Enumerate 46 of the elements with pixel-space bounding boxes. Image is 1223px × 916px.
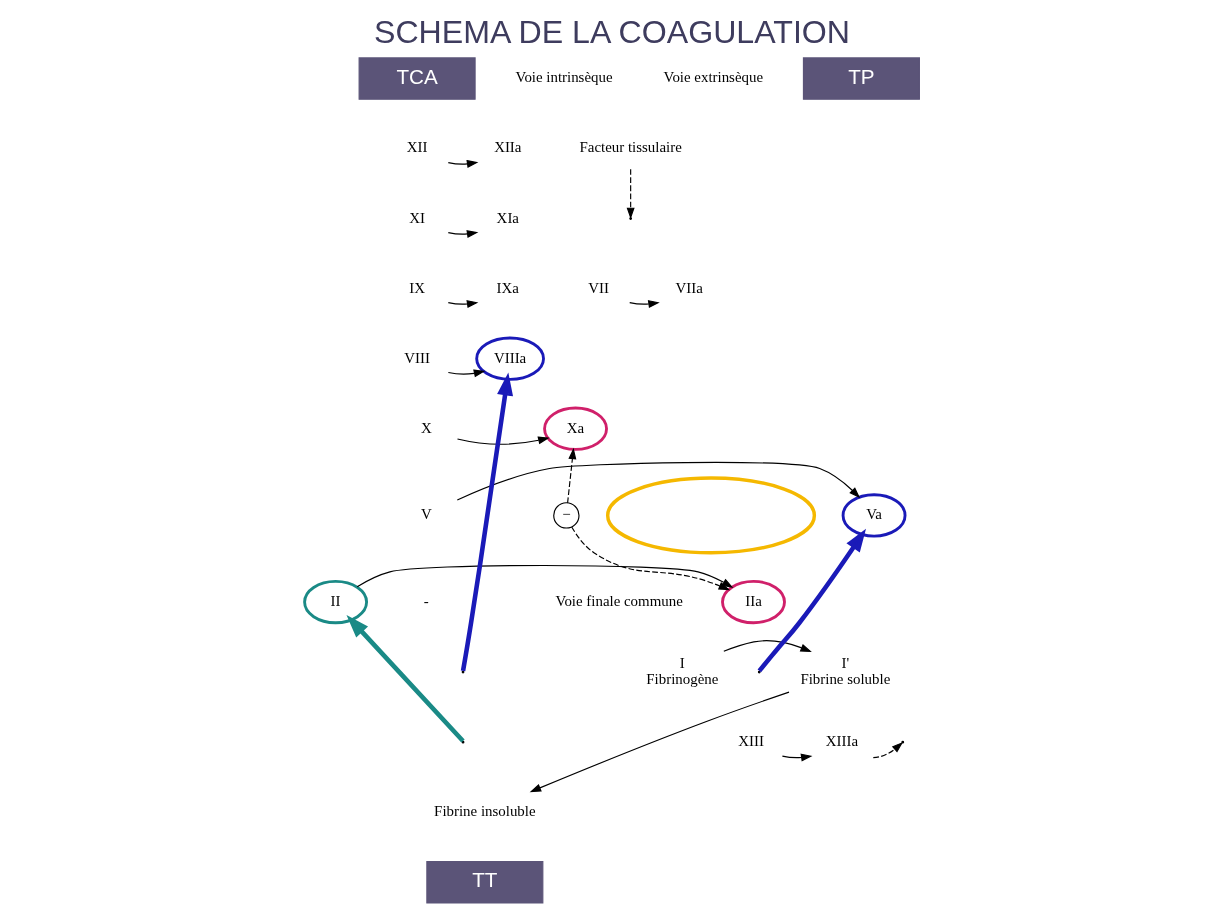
node-text: XIII <box>737 733 764 750</box>
arrow <box>757 528 866 673</box>
node-text: VII <box>587 279 609 296</box>
node-ellipse: II <box>302 580 368 625</box>
node-box: TCA <box>358 57 476 100</box>
node-text: XIIa <box>493 139 521 156</box>
node-ellipse: Va <box>841 493 906 538</box>
arrow <box>447 159 478 168</box>
node-box: TT <box>425 861 543 904</box>
node-text: I Fibrinogène <box>645 654 718 688</box>
node-text: Facteur tissulaire <box>579 139 682 156</box>
arrow <box>447 300 478 308</box>
node-text: VIII <box>403 349 430 366</box>
label: Voie extrinsèque <box>663 69 763 86</box>
node-text: XIa <box>496 209 519 226</box>
node-text: VIIa <box>675 279 703 296</box>
arrow <box>456 461 860 501</box>
node-text: V <box>420 506 432 523</box>
arrow <box>570 526 730 591</box>
node-ellipse <box>605 476 816 555</box>
arrow <box>566 447 576 504</box>
arrow <box>628 300 660 308</box>
node-text: IX <box>408 279 425 296</box>
label: Voie intrinsèque <box>515 69 613 86</box>
label: - <box>423 592 429 609</box>
arrow <box>626 168 635 220</box>
node-box: TP <box>802 57 920 100</box>
node-text: XI <box>408 209 425 226</box>
arrow <box>722 640 812 653</box>
node-text: X <box>420 419 432 436</box>
node-circle: − <box>552 502 580 529</box>
arrow <box>872 741 903 759</box>
node-text: XIIIa <box>825 733 858 750</box>
label: Voie finale commune <box>555 592 683 609</box>
node-text: Fibrine insoluble <box>433 803 536 820</box>
arrow <box>529 691 790 793</box>
arrow <box>456 436 550 445</box>
node-text: XII <box>406 139 427 156</box>
node-text: IXa <box>496 279 519 296</box>
arrow <box>447 230 478 238</box>
diagram-title: SCHEMA DE LA COAGULATION <box>373 14 850 51</box>
arrow <box>447 369 485 378</box>
node-ellipse: Xa <box>542 406 608 451</box>
node-text: I' Fibrine soluble <box>799 654 890 688</box>
arrow <box>356 564 733 588</box>
arrow <box>781 753 812 762</box>
